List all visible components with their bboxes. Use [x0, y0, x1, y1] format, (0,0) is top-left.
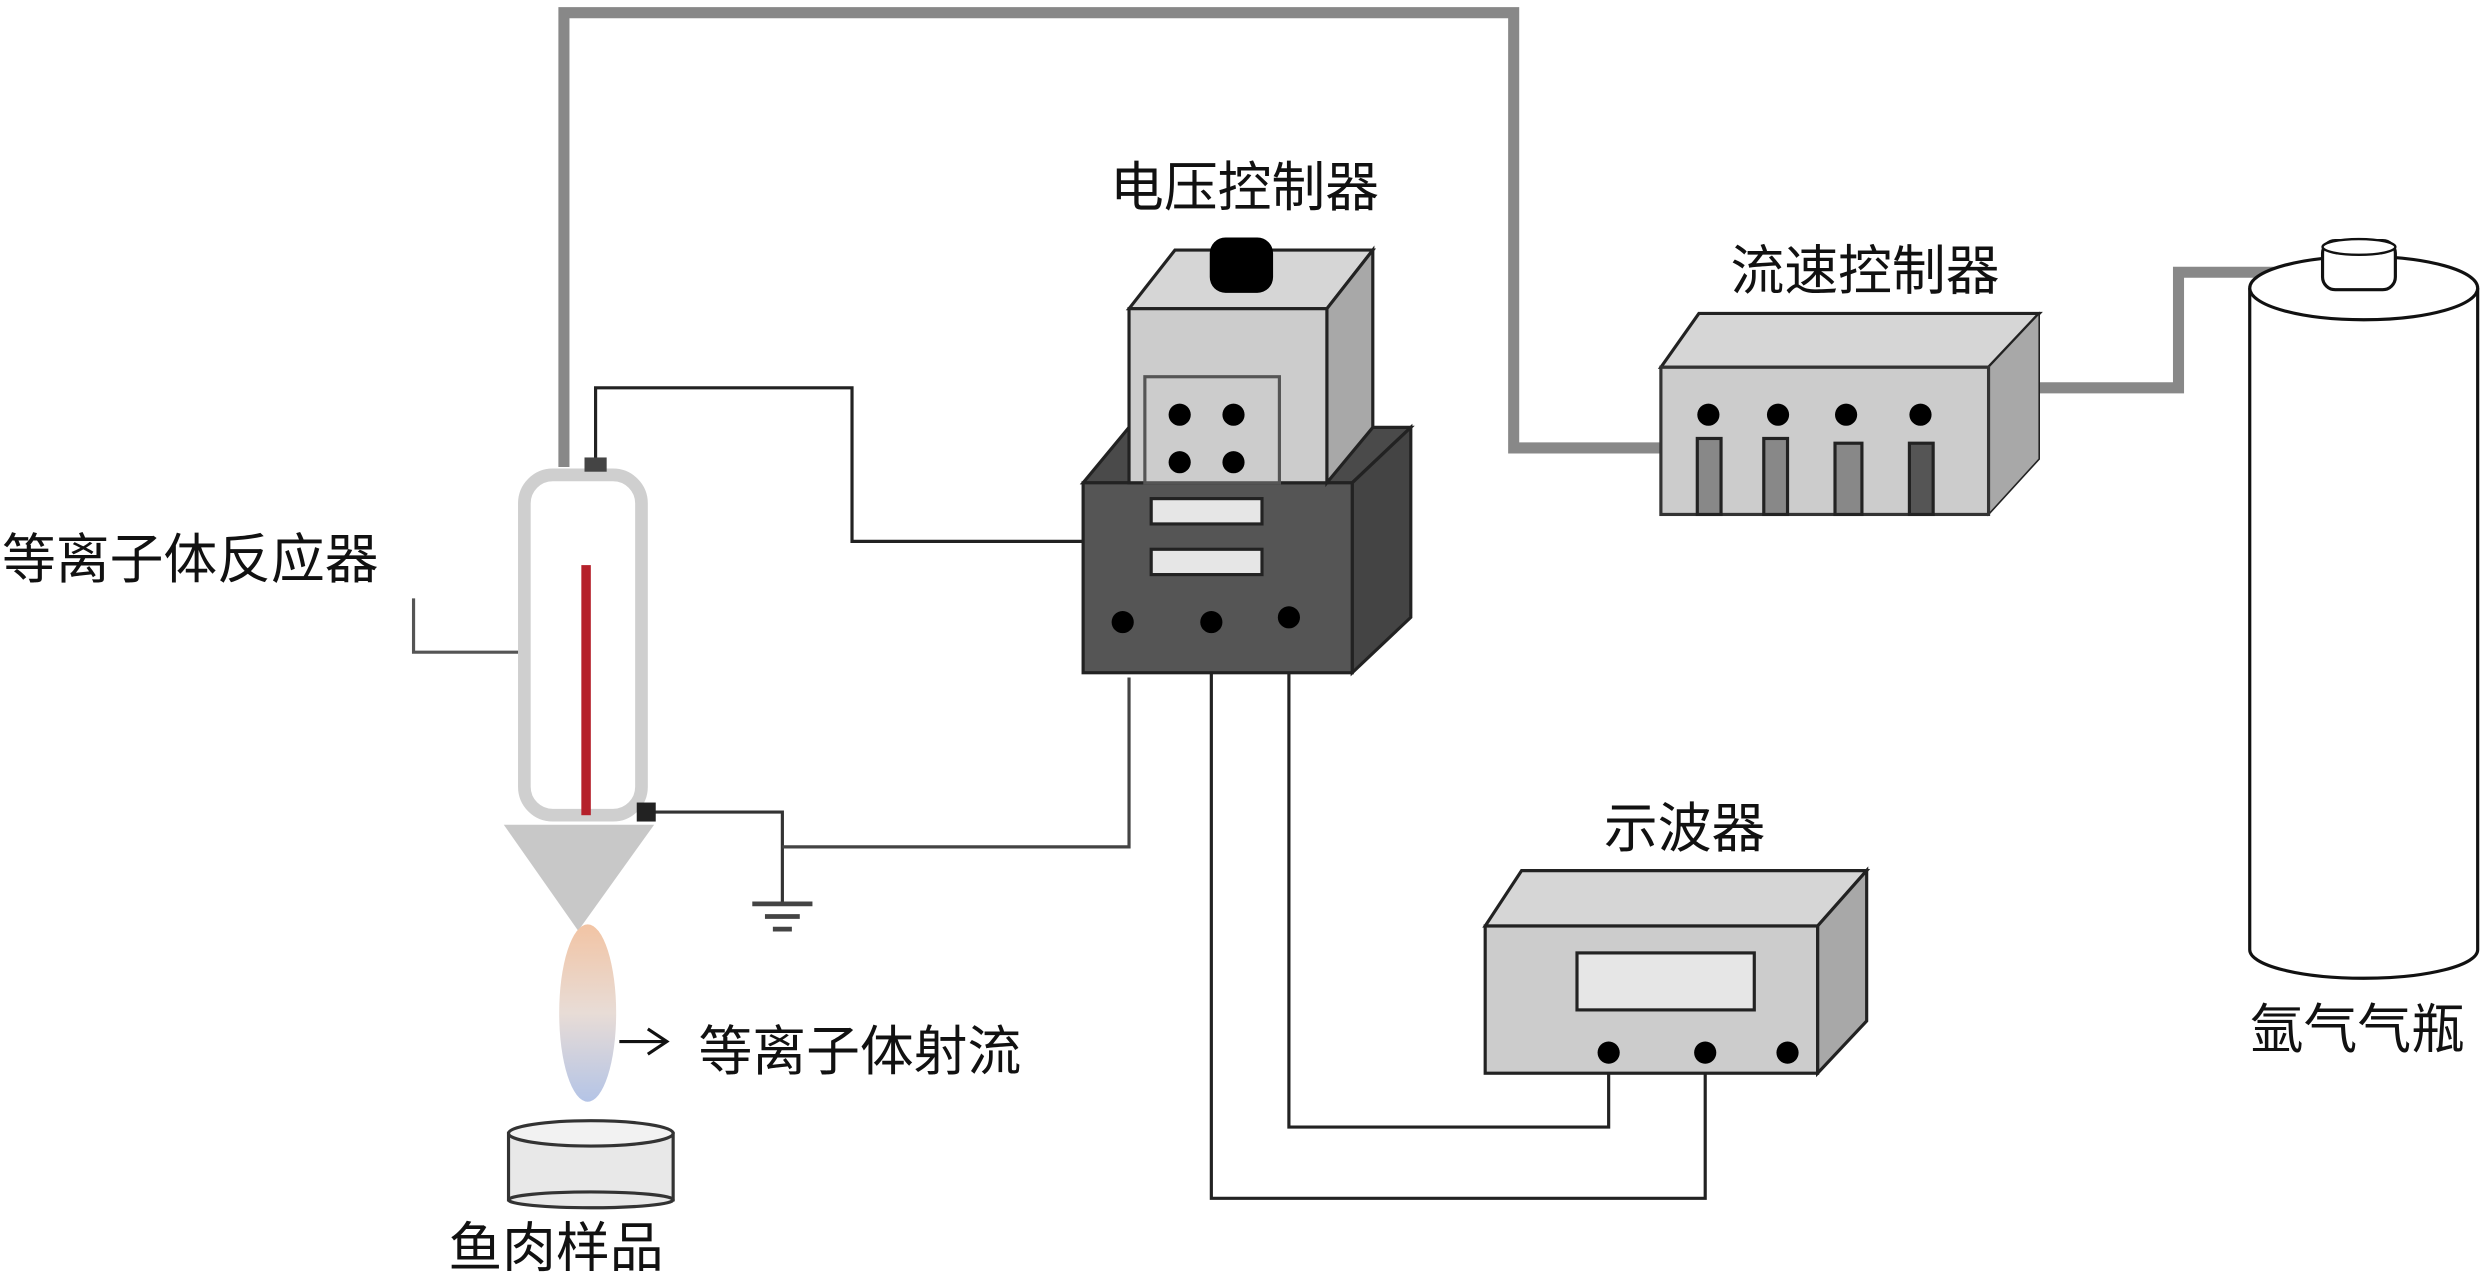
- label-voltage-controller: 电压控制器: [1110, 156, 1379, 219]
- nozzle-cone: [503, 824, 655, 931]
- hv-wire: [594, 386, 1084, 543]
- plasma-jet: [559, 924, 617, 1102]
- electrode-rod: [581, 565, 591, 816]
- knob: [1209, 237, 1274, 293]
- argon-cylinder: [2248, 237, 2480, 980]
- probe-wire-1: [1209, 622, 1707, 1200]
- flow-controller: [1657, 311, 2043, 517]
- ground-wire: [647, 810, 784, 903]
- reactor-leader-line: [411, 598, 519, 654]
- gas-line-from-cylinder: [2039, 266, 2323, 394]
- label-oscilloscope: 示波器: [1604, 797, 1765, 860]
- ground-connector: [636, 802, 656, 822]
- gas-line-to-reactor: [558, 7, 1661, 467]
- ground-return-wire: [782, 677, 1131, 849]
- ground-symbol: [752, 901, 813, 932]
- label-reactor: 等离子体反应器: [2, 528, 379, 591]
- voltage-controller: [1079, 237, 1415, 677]
- label-sample: 鱼肉样品: [448, 1216, 663, 1279]
- label-argon-cylinder: 氩气气瓶: [2250, 998, 2465, 1061]
- fish-sample-dish: [506, 1119, 675, 1210]
- jet-arrow: [619, 1027, 670, 1056]
- label-plasma-jet: 等离子体射流: [698, 1020, 1021, 1083]
- oscilloscope: [1482, 866, 1871, 1078]
- plasma-reactor: [503, 457, 656, 1102]
- probe-wire-2: [1287, 617, 1611, 1129]
- hv-connector: [584, 457, 607, 472]
- label-flow-controller: 流速控制器: [1731, 240, 2000, 303]
